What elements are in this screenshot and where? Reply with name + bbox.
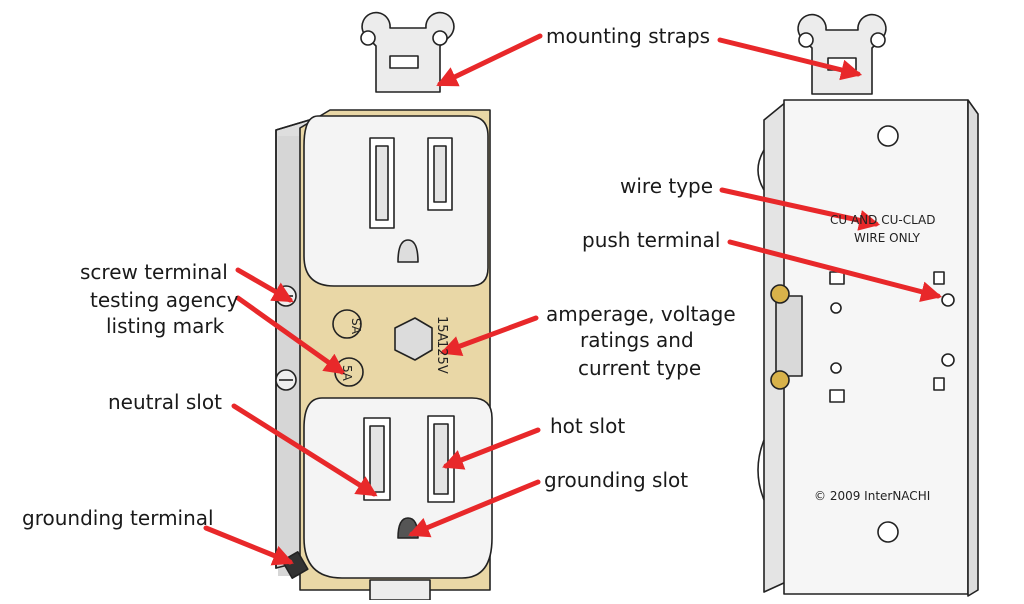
arrow-testing-agency <box>235 295 346 375</box>
label-amperage-3: current type <box>578 356 702 380</box>
listing-mark-bottom: 5A <box>340 365 354 382</box>
wire-type-text-1: CU AND CU-CLAD <box>830 213 936 227</box>
arrow-wire-type <box>719 187 881 231</box>
label-amperage-2: ratings and <box>580 328 694 352</box>
label-mounting-straps: mounting straps <box>546 24 711 48</box>
label-listing-mark: listing mark <box>106 314 225 338</box>
arrow-grounding-slot <box>408 479 541 538</box>
arrow-grounding-terminal <box>203 525 294 566</box>
receptacle-marks: 15A 125V SA 5A <box>340 316 449 382</box>
copyright-text: © 2009 InterNACHI <box>814 489 930 503</box>
label-wire-type: wire type <box>620 174 714 198</box>
label-testing-agency: testing agency <box>90 288 239 312</box>
rating-volt: 125V <box>434 340 449 374</box>
arrow-amperage <box>440 315 539 357</box>
label-screw-terminal: screw terminal <box>80 260 228 284</box>
top-mounting-strap-front <box>360 11 455 93</box>
rating-amp: 15A <box>434 316 449 342</box>
arrow-screw-terminal <box>235 267 294 303</box>
arrow-neutral-slot <box>231 403 378 497</box>
label-grounding-terminal: grounding terminal <box>22 506 214 530</box>
top-mounting-strap-back <box>797 13 887 95</box>
label-hot-slot: hot slot <box>550 414 626 438</box>
front-receptacle <box>275 11 493 601</box>
listing-mark-top: SA <box>349 318 363 335</box>
arrow-mounting-straps-front <box>436 33 543 87</box>
arrow-mounting-straps-back <box>717 37 863 81</box>
wire-type-text-2: WIRE ONLY <box>854 231 921 245</box>
arrow-hot-slot <box>442 427 541 470</box>
back-receptacle <box>757 13 979 597</box>
annotation-arrows <box>203 33 943 566</box>
back-marks: CU AND CU-CLAD WIRE ONLY © 2009 InterNAC… <box>814 213 936 503</box>
arrow-push-terminal <box>727 239 943 302</box>
label-push-terminal: push terminal <box>582 228 721 252</box>
label-neutral-slot: neutral slot <box>108 390 222 414</box>
label-amperage-1: amperage, voltage <box>546 302 736 326</box>
label-grounding-slot: grounding slot <box>544 468 689 492</box>
